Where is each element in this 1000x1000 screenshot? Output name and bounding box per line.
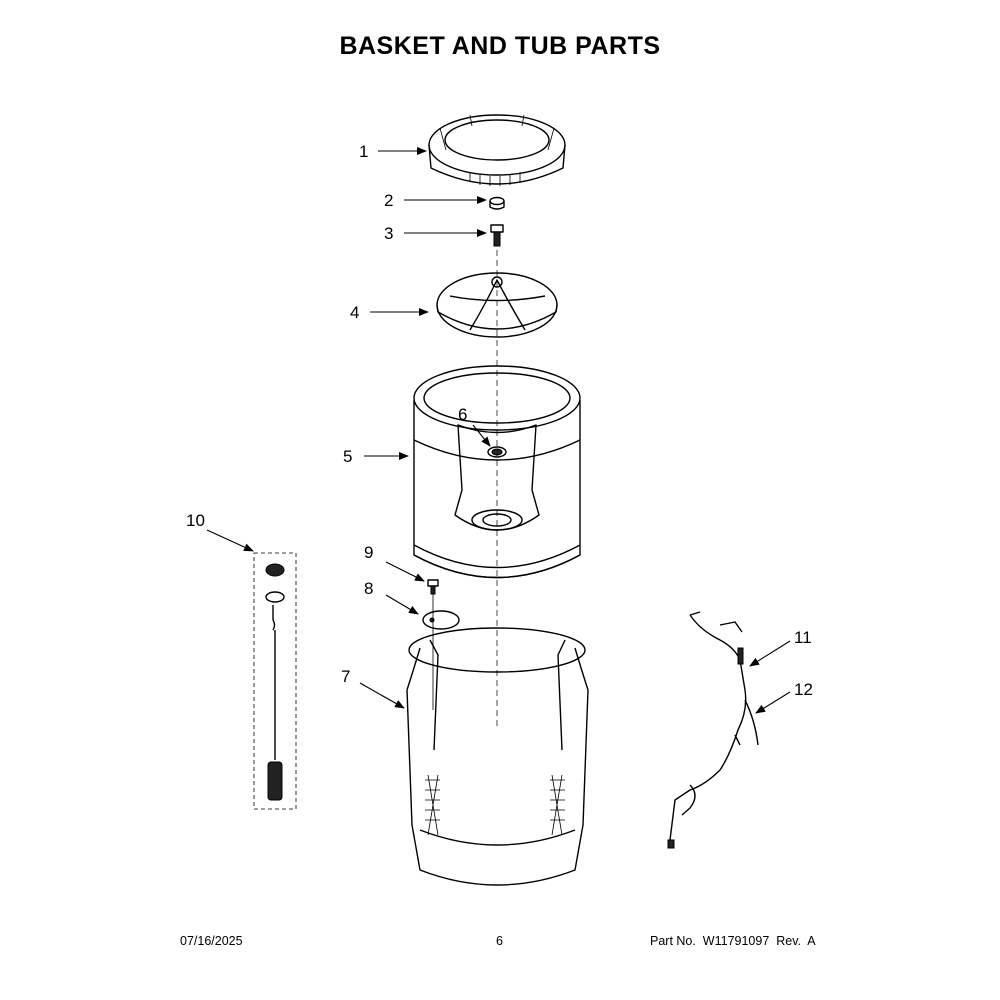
- part-6-hub-nut: [491, 448, 503, 456]
- footer-page-number: 6: [496, 934, 503, 948]
- footer-part-number: Part No. W11791097 Rev. A: [650, 934, 816, 948]
- callout-6: 6: [458, 405, 467, 424]
- callout-5: 5: [343, 447, 352, 466]
- arrow-12: [755, 691, 791, 714]
- callout-2: 2: [384, 191, 393, 210]
- part-3-bolt: [490, 224, 504, 247]
- footer-date: 07/16/2025: [180, 934, 243, 948]
- part-11-12-wire-harness: [667, 611, 759, 849]
- callout-4: 4: [350, 303, 359, 322]
- arrow-9: [385, 561, 425, 582]
- part-7-outer-tub: [406, 627, 589, 886]
- arrow-11: [749, 640, 791, 667]
- callout-labels: 1 2 3 4 5 6 7 8 9 10 11 12: [186, 142, 813, 699]
- callout-arrows: [206, 147, 791, 714]
- part-10-suspension-rod: [253, 552, 297, 810]
- callout-1: 1: [359, 142, 368, 161]
- part-8-bracket: [422, 610, 460, 630]
- callout-12: 12: [794, 680, 813, 699]
- arrow-7: [359, 682, 405, 709]
- part-4-impeller: [436, 272, 558, 338]
- callout-9: 9: [364, 543, 373, 562]
- arrow-10: [206, 529, 254, 552]
- page-title: BASKET AND TUB PARTS: [339, 32, 661, 60]
- callout-3: 3: [384, 224, 393, 243]
- arrow-6: [472, 424, 491, 447]
- arrow-8: [385, 594, 419, 615]
- part-9-screw: [427, 579, 439, 710]
- part-2-cap: [489, 196, 505, 210]
- callout-10: 10: [186, 511, 205, 530]
- part-5-basket: [413, 365, 581, 579]
- callout-7: 7: [341, 667, 350, 686]
- callout-8: 8: [364, 579, 373, 598]
- callout-11: 11: [794, 628, 812, 647]
- part-1-balance-ring: [428, 114, 566, 186]
